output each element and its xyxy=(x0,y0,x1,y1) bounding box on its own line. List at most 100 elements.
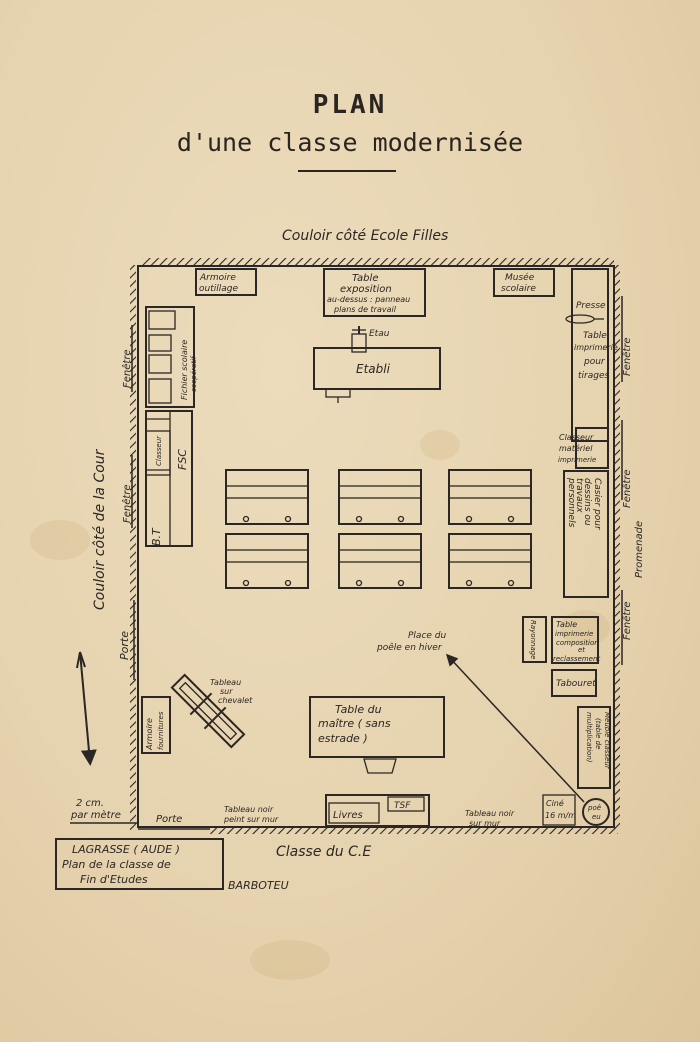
caption-line: Fin d'Etudes xyxy=(80,873,148,886)
table-exposition-label: exposition xyxy=(340,284,392,295)
casier-label: personnels xyxy=(566,477,576,528)
student-desk xyxy=(225,469,309,525)
cine-label: Ciné xyxy=(546,798,564,808)
poele-arrow xyxy=(445,653,585,803)
casier-label: travaux xyxy=(574,478,584,513)
student-desk xyxy=(225,533,309,589)
table-maitre-label: estrade ) xyxy=(318,732,368,745)
tableau-chevalet-label: chevalet xyxy=(218,696,253,705)
meuble-classeur-label: Meuble classeur xyxy=(603,712,611,770)
casier-label: Casier pour xyxy=(592,478,602,531)
armoire-fournitures xyxy=(141,696,171,754)
page-subtitle: d'une classe modernisée xyxy=(176,128,524,157)
table-maitre-label: maître ( sans xyxy=(318,717,391,730)
title-underline xyxy=(298,170,396,172)
wall-top xyxy=(142,258,614,265)
fichier-drawer xyxy=(148,310,176,330)
tabouret-label: Tabouret xyxy=(556,679,596,689)
corridor-top-label: Couloir côté Ecole Filles xyxy=(282,228,448,244)
student-desk xyxy=(338,533,422,589)
table-imprimerie-tirages xyxy=(571,268,609,442)
caption-box xyxy=(55,838,224,890)
table-composition-label: et xyxy=(578,646,585,654)
meuble-classeur-label: multiplication) xyxy=(585,712,593,763)
meuble-classeur-label: (table de xyxy=(594,718,602,749)
table-composition-label: Table xyxy=(556,620,577,629)
livres-shelf xyxy=(325,794,430,827)
tableau-mur-label: sur mur xyxy=(469,819,501,828)
presse-roller xyxy=(565,314,595,324)
paper-stain xyxy=(420,430,460,460)
fenetre-left-label: Fenêtre xyxy=(121,484,133,523)
fichier-label: Fichier scolaire xyxy=(180,340,189,400)
fsc-cabinet xyxy=(145,410,193,547)
table-maitre-label: Table du xyxy=(335,703,382,716)
armoire-fournitures-label: fournitures xyxy=(157,711,165,750)
table-tirages-label: pour xyxy=(583,357,606,367)
tableau-mur-label: Tableau noir xyxy=(465,809,515,818)
porte-bottom-label: Porte xyxy=(156,814,182,825)
fenetre-left-label: Fenêtre xyxy=(121,349,133,388)
fenetre-right-label: Fenêtre xyxy=(621,601,633,640)
musee-scolaire-label: scolaire xyxy=(501,284,536,294)
student-desks xyxy=(225,469,532,589)
corridor-left-label: Couloir côté de la Cour xyxy=(92,448,108,610)
cine-box xyxy=(542,794,576,826)
fichier-scolaire xyxy=(145,306,195,408)
wall-bottom xyxy=(210,828,618,834)
table-exposition-label: au-dessus : panneau xyxy=(327,295,410,304)
bt-label: B.T xyxy=(150,527,163,546)
student-desk xyxy=(338,469,422,525)
paper-stain xyxy=(30,520,90,560)
classeur-materiel xyxy=(575,427,609,469)
wall-left xyxy=(130,265,136,830)
poele-label: Place du xyxy=(408,631,447,641)
tableau-chevalet xyxy=(170,673,246,749)
tabouret xyxy=(551,669,597,697)
rayonnage xyxy=(522,616,547,663)
classeur-label: Classeur xyxy=(155,435,163,466)
student-desk xyxy=(448,469,532,525)
tableau-chevalet-label: sur xyxy=(220,687,233,696)
table-maitre xyxy=(309,696,445,758)
north-arrow xyxy=(79,651,97,766)
poele-small-label: poê xyxy=(587,804,601,812)
etau-label: Etau xyxy=(369,329,390,339)
meuble-classeur xyxy=(577,706,611,789)
classe-ce-label: Classe du C.E xyxy=(276,844,371,860)
armoire-outillage xyxy=(195,268,257,296)
fsc-label: FSC xyxy=(176,449,189,470)
cine-label: 16 m/m xyxy=(545,811,576,820)
table-exposition-label: Table xyxy=(352,273,378,284)
livres-box xyxy=(328,802,380,824)
poele-label: poêle en hiver xyxy=(376,642,443,653)
teacher-chair xyxy=(363,758,397,774)
table-tirages-label: imprimerie xyxy=(574,343,618,352)
fichier-drawer xyxy=(148,378,172,404)
poele-small-label: eu xyxy=(592,813,601,821)
caption-line: LAGRASSE ( AUDE ) xyxy=(72,843,180,856)
armoire-outillage-label: outillage xyxy=(199,284,238,294)
armoire-fournitures-label: Armoire xyxy=(145,718,154,751)
casier-label: dessins ou xyxy=(582,478,592,526)
table-exposition xyxy=(323,268,426,317)
promenade-label: Promenade xyxy=(634,521,645,578)
rayonnage-label: Rayonnage xyxy=(529,620,537,660)
poele-stove-icon xyxy=(582,798,610,826)
musee-scolaire-label: Musée xyxy=(505,272,535,283)
classeur-materiel-label: Classeur xyxy=(559,433,594,442)
scale-label: par mètre xyxy=(70,809,121,821)
classeur-materiel-label: matériel xyxy=(559,443,593,453)
fichier-label: coopératif xyxy=(190,355,198,392)
page-title: PLAN xyxy=(312,90,388,120)
north-arrow xyxy=(79,651,86,668)
wall-right xyxy=(614,265,620,830)
student-desk xyxy=(448,533,532,589)
table-exposition-label: plans de travail xyxy=(333,305,397,314)
tableau-noir-label: Tableau noir xyxy=(224,805,274,814)
classeur-materiel-label: imprimerie xyxy=(558,456,596,464)
table-tirages-label: tirages xyxy=(578,371,609,381)
table-composition-label: reclassement xyxy=(553,655,600,663)
tsf-label: TSF xyxy=(394,801,411,811)
